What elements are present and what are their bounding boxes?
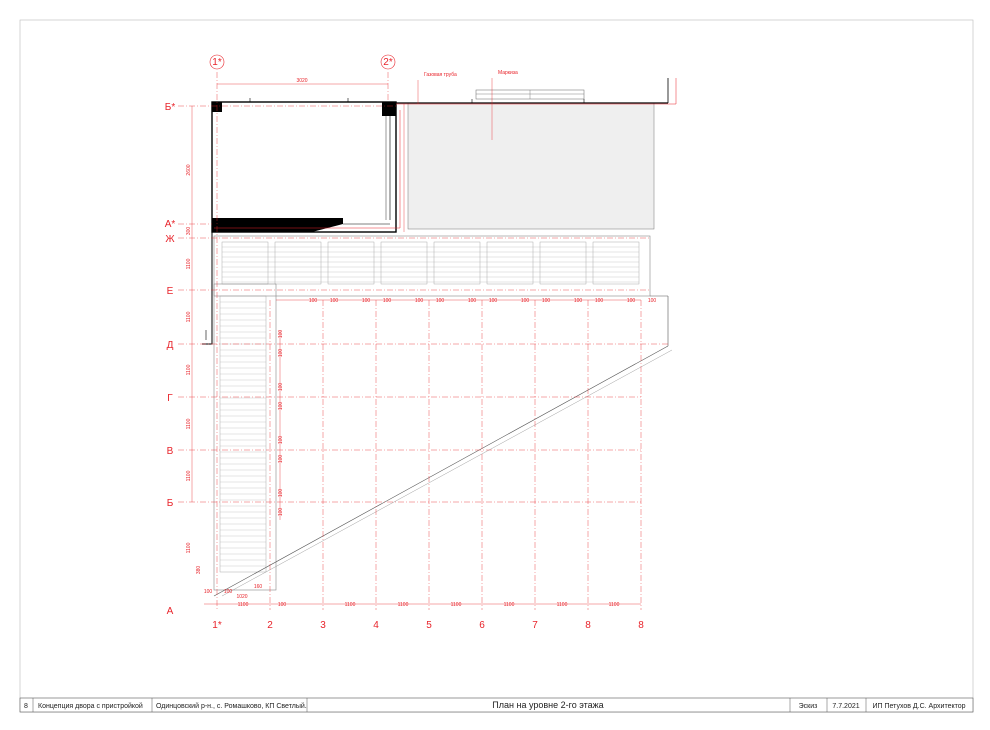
axis-label-left-2: Ж (165, 234, 175, 245)
dim-side-100-5: 100 (278, 436, 284, 445)
dim-top-row-100-2: 100 (330, 298, 339, 304)
dim-side-100-3: 100 (278, 383, 284, 392)
left-axis-labels: Б* А* Ж Е Д Г В Б А (165, 102, 176, 617)
axis-label-bottom-0: 1* (212, 620, 222, 631)
axis-label-bottom-8: 8 (638, 620, 644, 631)
dim-top-row-100-7: 100 (468, 298, 477, 304)
dim-top-row-100-14: 100 (648, 298, 657, 304)
dim-row-5: 1100 (186, 470, 192, 481)
dim-row-4: 1100 (186, 418, 192, 429)
dim-row-1: 1100 (186, 258, 192, 269)
dim-side-100-4: 100 (278, 402, 284, 411)
diagonal-boundary (213, 345, 669, 597)
axis-label-top-1: 1* (212, 57, 222, 68)
dim-bottom-1100-b: 1100 (345, 602, 356, 608)
dim-bottom-160: 160 (254, 584, 263, 590)
note-gas-pipe: Газовая труба (424, 72, 457, 78)
dim-row-6: 1100 (186, 542, 192, 553)
dim-bottom-1100-g: 1100 (609, 602, 620, 608)
drawing-stage: Эскиз (799, 703, 818, 710)
dim-row-3: 1100 (186, 364, 192, 375)
axis-label-left-6: В (167, 446, 174, 457)
dim-bottom-1100-c: 1100 (398, 602, 409, 608)
pergola-slats (221, 241, 640, 285)
dim-row-2: 1100 (186, 311, 192, 322)
axis-label-bottom-1: 2 (267, 620, 273, 631)
left-stub-wall (202, 232, 213, 345)
dimension-texts: 3020 2600 300 1100 1100 1100 1100 1100 1… (186, 78, 656, 608)
dim-bottom-100c: 100 (278, 602, 287, 608)
dim-top-row-100-9: 100 (521, 298, 530, 304)
axis-label-bottom-5: 6 (479, 620, 485, 631)
drawing-date: 7.7.2021 (832, 703, 859, 710)
dim-top-row-100-5: 100 (415, 298, 424, 304)
dim-bottom-100b: 100 (224, 589, 233, 595)
dim-top-row-100-1: 100 (309, 298, 318, 304)
axis-label-left-7: Б (167, 498, 174, 509)
dim-side-100-7: 100 (278, 489, 284, 498)
bottom-axis-labels: 1* 2 3 4 5 6 7 8 8 (212, 620, 644, 631)
room-outline (211, 101, 397, 233)
axis-label-left-0: Б* (165, 102, 176, 113)
axis-label-bottom-4: 5 (426, 620, 432, 631)
sheet-number: 8 (24, 703, 28, 710)
axis-label-bottom-2: 3 (320, 620, 326, 631)
axis-label-left-4: Д (167, 340, 174, 351)
pergola-horizontal (213, 235, 651, 297)
dim-bottom-1020: 1020 (236, 594, 247, 600)
dim-top-row-100-8: 100 (489, 298, 498, 304)
dim-380: 380 (196, 566, 202, 575)
dim-side-100-2: 100 (278, 349, 284, 358)
drawing-title: План на уровне 2-го этажа (492, 700, 603, 710)
dim-bottom-1100-f: 1100 (557, 602, 568, 608)
dim-bottom-1100-d: 1100 (451, 602, 462, 608)
dimension-lines (191, 83, 641, 605)
dim-left-small: 300 (186, 227, 192, 236)
dim-top-row-100-4: 100 (383, 298, 392, 304)
axis-label-bottom-3: 4 (373, 620, 379, 631)
note-marquise: Маркиза (498, 70, 518, 76)
axis-label-bottom-6: 7 (532, 620, 538, 631)
floor-plan (178, 72, 677, 610)
gas-pipe (214, 110, 401, 229)
dim-bottom-1100-e: 1100 (504, 602, 515, 608)
axis-label-left-3: Е (167, 286, 174, 297)
wall-slab-bottom (212, 218, 343, 232)
dim-top-row-100-11: 100 (574, 298, 583, 304)
axis-label-top-2: 2* (383, 57, 393, 68)
project-location: Одинцовский р-н., с. Ромашково, КП Светл… (156, 702, 307, 710)
dim-top-row-100-6: 100 (436, 298, 445, 304)
drawing-author: ИП Петухов Д.С. Архитектор (872, 703, 965, 710)
wall-column-tr (382, 102, 396, 116)
dim-top-row-100-12: 100 (595, 298, 604, 304)
dim-side-100-8: 100 (278, 508, 284, 517)
dim-top-row-100-10: 100 (542, 298, 551, 304)
dim-bottom-100a: 100 (204, 589, 213, 595)
axis-label-bottom-7: 8 (585, 620, 591, 631)
dim-top-row-100-13: 100 (627, 298, 636, 304)
dim-left-upper: 2600 (186, 164, 192, 175)
axis-label-left-8: А (167, 606, 174, 617)
roof-area (407, 102, 655, 230)
dim-top-span: 3020 (296, 78, 307, 84)
project-name: Концепция двора с пристройкой (38, 702, 143, 710)
title-block: 8 Концепция двора с пристройкой Одинцовс… (19, 697, 974, 713)
dim-side-100-6: 100 (278, 455, 284, 464)
top-axis-labels: 1* 2* (209, 54, 396, 70)
axis-label-left-5: Г (167, 393, 173, 404)
dim-top-row-100-3: 100 (362, 298, 371, 304)
dim-bottom-1100-a: 1100 (238, 602, 249, 608)
axis-label-left-1: А* (165, 219, 176, 230)
pergola-vertical (213, 283, 277, 591)
dim-side-100-1: 100 (278, 330, 284, 339)
axis-grid (178, 72, 668, 610)
